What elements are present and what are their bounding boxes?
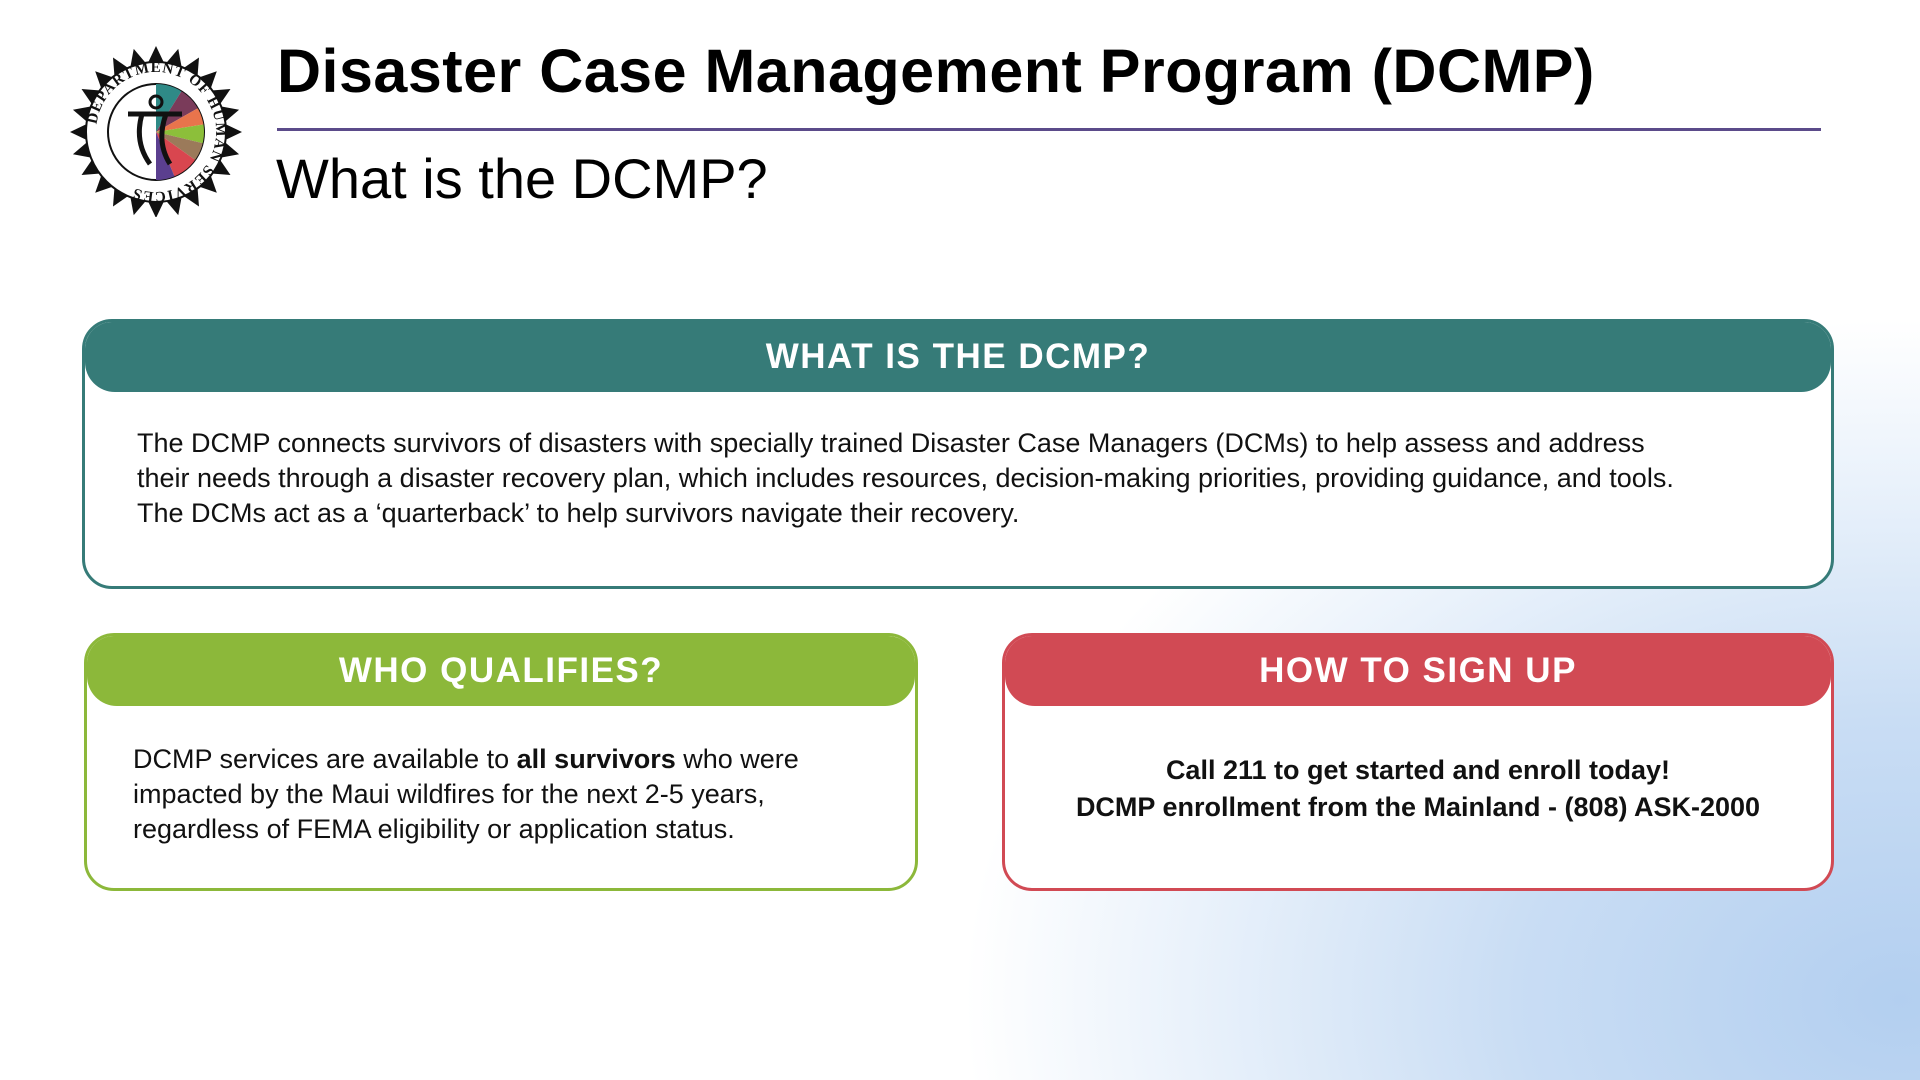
body-line: their needs through a disaster recovery … bbox=[137, 463, 1674, 493]
seal-spike bbox=[147, 199, 165, 217]
body-line: The DCMP connects survivors of disasters… bbox=[137, 428, 1645, 458]
card-body: Call 211 to get started and enroll today… bbox=[1005, 706, 1831, 826]
seal-spike bbox=[197, 173, 217, 193]
body-line: impacted by the Maui wildfires for the n… bbox=[133, 779, 765, 809]
dhs-seal-logo: DEPARTMENT OF HUMAN SERVICES bbox=[70, 46, 242, 217]
body-line: DCMP services are available to all survi… bbox=[133, 742, 915, 777]
card-heading: WHAT IS THE DCMP? bbox=[85, 322, 1831, 392]
title-divider bbox=[277, 128, 1821, 131]
card-heading: HOW TO SIGN UP bbox=[1005, 636, 1831, 706]
text: who were bbox=[675, 744, 799, 774]
seal-spike bbox=[147, 46, 165, 65]
seal-spike bbox=[223, 123, 242, 141]
page-title: Disaster Case Management Program (DCMP) bbox=[277, 37, 1595, 105]
card-body: The DCMP connects survivors of disasters… bbox=[85, 392, 1831, 531]
what-is-dcmp-card: WHAT IS THE DCMP? The DCMP connects surv… bbox=[82, 319, 1834, 589]
card-body: DCMP services are available to all survi… bbox=[87, 706, 915, 847]
seal-spike bbox=[197, 71, 217, 91]
card-heading: WHO QUALIFIES? bbox=[87, 636, 915, 706]
who-qualifies-card: WHO QUALIFIES? DCMP services are availab… bbox=[84, 633, 918, 891]
body-line: The DCMs act as a ‘quarterback’ to help … bbox=[137, 498, 1020, 528]
body-line: Call 211 to get started and enroll today… bbox=[1165, 755, 1671, 785]
body-line: DCMP enrollment from the Mainland - (808… bbox=[1075, 792, 1761, 822]
seal-spike bbox=[70, 123, 89, 141]
how-to-sign-up-card: HOW TO SIGN UP Call 211 to get started a… bbox=[1002, 633, 1834, 891]
seal-spike bbox=[95, 173, 115, 193]
page-subtitle: What is the DCMP? bbox=[276, 147, 768, 210]
text: DCMP services are available to bbox=[133, 744, 517, 774]
seal-spike bbox=[95, 71, 115, 91]
body-line: regardless of FEMA eligibility or applic… bbox=[133, 814, 735, 844]
emphasis-text: all survivors bbox=[516, 744, 676, 774]
